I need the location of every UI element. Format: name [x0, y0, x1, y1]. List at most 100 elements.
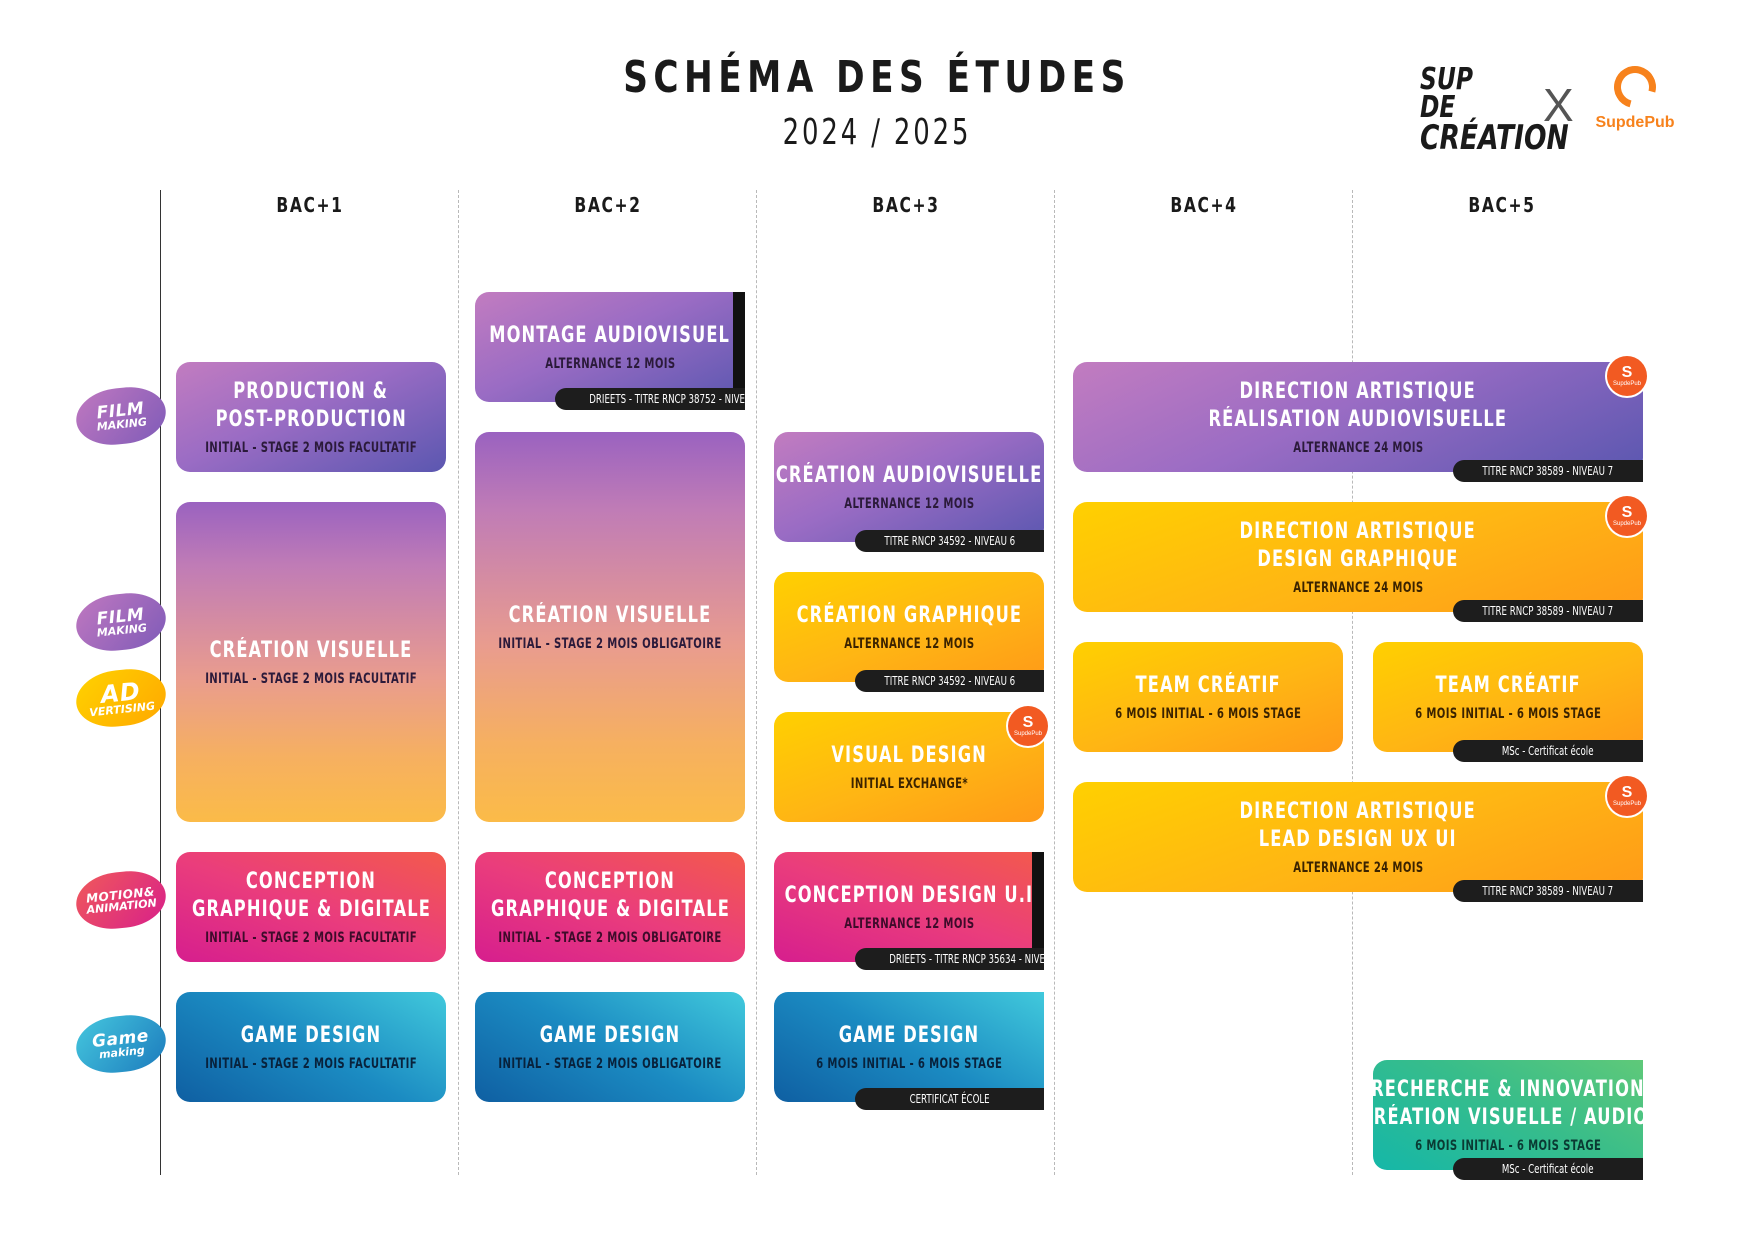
card-game-design-bac2[interactable]: GAME DESIGN INITIAL - STAGE 2 MOIS OBLIG… [475, 992, 745, 1102]
card-conception-design-ui[interactable]: CONCEPTION DESIGN U.I ALTERNANCE 12 MOIS [774, 852, 1044, 962]
card-subtitle: ALTERNANCE 24 MOIS [1292, 580, 1424, 596]
supdepub-logo: SupdePub [1595, 58, 1675, 132]
card-da-design-graphique[interactable]: DIRECTION ARTISTIQUE DESIGN GRAPHIQUE AL… [1073, 502, 1643, 612]
column-header-bac2: BAC+2 [574, 193, 642, 217]
card-game-design-bac3[interactable]: GAME DESIGN 6 MOIS INITIAL - 6 MOIS STAG… [774, 992, 1044, 1102]
card-accent-bar [1032, 852, 1044, 970]
card-visual-design[interactable]: VISUAL DESIGN INITIAL EXCHANGE* [774, 712, 1044, 822]
card-title: VISUAL DESIGN [831, 743, 987, 768]
supdepub-ring-icon [1606, 58, 1664, 116]
card-title: GAME DESIGN [240, 1023, 382, 1048]
certification-tag: TITRE RNCP 34592 - NIVEAU 6 [855, 530, 1044, 552]
logo-separator: X [1543, 79, 1574, 131]
card-title: DIRECTION ARTISTIQUE [1239, 379, 1477, 404]
card-title: TEAM CRÉATIF [1435, 673, 1581, 698]
card-subtitle: ALTERNANCE 24 MOIS [1292, 440, 1424, 456]
supdepub-logo-text: SupdePub [1595, 114, 1675, 131]
card-team-creatif-bac5[interactable]: TEAM CRÉATIF 6 MOIS INITIAL - 6 MOIS STA… [1373, 642, 1643, 752]
column-header-bac5: BAC+5 [1468, 193, 1536, 217]
certification-tag: TITRE RNCP 38589 - NIVEAU 7 [1453, 880, 1643, 902]
card-subtitle: INITIAL - STAGE 2 MOIS FACULTATIF [205, 671, 417, 687]
game-making-badge: Game making [73, 1011, 169, 1077]
card-title: PRODUCTION & [233, 379, 389, 404]
card-title: RECHERCHE & INNOVATION [1371, 1077, 1645, 1102]
certification-tag: TITRE RNCP 34592 - NIVEAU 6 [855, 670, 1044, 692]
film-making-badge: FILM MAKING [73, 383, 169, 449]
column-header-bac4: BAC+4 [1170, 193, 1238, 217]
certification-tag: DRIEETS - TITRE RNCP 35634 - NIVEAU 6 [855, 948, 1044, 970]
advertising-badge: AD VERTISING [73, 665, 169, 731]
card-title: GRAPHIQUE & DIGITALE [490, 897, 730, 922]
card-accent-bar [733, 292, 745, 410]
card-title: DESIGN GRAPHIQUE [1257, 547, 1459, 572]
logo-text-line1: SUP DE [1420, 62, 1474, 125]
card-subtitle: 6 MOIS INITIAL - 6 MOIS STAGE [1114, 706, 1302, 722]
card-creation-visuelle-bac1[interactable]: CRÉATION VISUELLE INITIAL - STAGE 2 MOIS… [176, 502, 446, 822]
badge-subtext: VERTISING [88, 699, 156, 719]
column-header-bac1: BAC+1 [276, 193, 344, 217]
card-title: DIRECTION ARTISTIQUE [1239, 799, 1477, 824]
card-title: DIRECTION ARTISTIQUE [1239, 519, 1477, 544]
card-subtitle: ALTERNANCE 12 MOIS [843, 496, 975, 512]
card-title: CRÉATION VISUELLE [209, 638, 413, 663]
card-subtitle: INITIAL - STAGE 2 MOIS OBLIGATOIRE [498, 636, 722, 652]
card-subtitle: INITIAL - STAGE 2 MOIS FACULTATIF [205, 1056, 417, 1072]
film-making-badge: FILM MAKING [73, 589, 169, 655]
card-subtitle: ALTERNANCE 24 MOIS [1292, 860, 1424, 876]
card-conception-graphique-digitale-bac1[interactable]: CONCEPTION GRAPHIQUE & DIGITALE INITIAL … [176, 852, 446, 962]
column-divider [458, 190, 459, 1175]
card-subtitle: ALTERNANCE 12 MOIS [544, 356, 676, 372]
card-subtitle: INITIAL - STAGE 2 MOIS OBLIGATOIRE [498, 930, 722, 946]
card-game-design-bac1[interactable]: GAME DESIGN INITIAL - STAGE 2 MOIS FACUL… [176, 992, 446, 1102]
certification-tag: TITRE RNCP 38589 - NIVEAU 7 [1453, 600, 1643, 622]
certification-tag: TITRE RNCP 38589 - NIVEAU 7 [1453, 460, 1643, 482]
card-subtitle: 6 MOIS INITIAL - 6 MOIS STAGE [1414, 1138, 1602, 1154]
card-montage-audiovisuel[interactable]: MONTAGE AUDIOVISUEL ALTERNANCE 12 MOIS [475, 292, 745, 402]
card-title: TEAM CRÉATIF [1135, 673, 1281, 698]
logo-text-line2: CRÉATION [1420, 118, 1569, 158]
column-header-bac3: BAC+3 [872, 193, 940, 217]
card-creation-visuelle-bac2[interactable]: CRÉATION VISUELLE INITIAL - STAGE 2 MOIS… [475, 432, 745, 822]
card-title: POST-PRODUCTION [215, 407, 407, 432]
column-divider [1054, 190, 1055, 1175]
card-title: CRÉATION VISUELLE [508, 603, 712, 628]
card-title: GAME DESIGN [539, 1023, 681, 1048]
card-subtitle: 6 MOIS INITIAL - 6 MOIS STAGE [1414, 706, 1602, 722]
column-divider [756, 190, 757, 1175]
card-title: CRÉATION GRAPHIQUE [796, 603, 1022, 628]
academic-year: 2024 / 2025 [782, 112, 972, 153]
card-title: MONTAGE AUDIOVISUEL [489, 323, 731, 348]
card-title: CRÉATION VISUELLE / AUDIO. [1360, 1105, 1656, 1130]
card-title: LEAD DESIGN UX UI [1259, 827, 1457, 852]
card-title: CONCEPTION DESIGN U.I [784, 883, 1034, 908]
card-title: CRÉATION AUDIOVISUELLE [775, 463, 1043, 488]
certification-tag: DRIEETS - TITRE RNCP 38752 - NIVEAU 5 [555, 388, 745, 410]
certification-tag: MSc - Certificat école [1453, 1158, 1643, 1180]
card-da-realisation-audiovisuelle[interactable]: DIRECTION ARTISTIQUE RÉALISATION AUDIOVI… [1073, 362, 1643, 472]
card-title: GRAPHIQUE & DIGITALE [191, 897, 431, 922]
card-creation-graphique[interactable]: CRÉATION GRAPHIQUE ALTERNANCE 12 MOIS [774, 572, 1044, 682]
card-subtitle: INITIAL EXCHANGE* [850, 776, 968, 792]
certification-tag: CERTIFICAT ÉCOLE [855, 1088, 1044, 1110]
card-conception-graphique-digitale-bac2[interactable]: CONCEPTION GRAPHIQUE & DIGITALE INITIAL … [475, 852, 745, 962]
card-subtitle: INITIAL - STAGE 2 MOIS FACULTATIF [205, 930, 417, 946]
card-da-lead-design-ux-ui[interactable]: DIRECTION ARTISTIQUE LEAD DESIGN UX UI A… [1073, 782, 1643, 892]
card-recherche-innovation[interactable]: RECHERCHE & INNOVATION CRÉATION VISUELLE… [1361, 1060, 1654, 1170]
card-team-creatif-bac4[interactable]: TEAM CRÉATIF 6 MOIS INITIAL - 6 MOIS STA… [1073, 642, 1343, 752]
certification-tag: MSc - Certificat école [1453, 740, 1643, 762]
card-title: CONCEPTION [245, 869, 377, 894]
card-title: GAME DESIGN [838, 1023, 980, 1048]
card-subtitle: 6 MOIS INITIAL - 6 MOIS STAGE [815, 1056, 1003, 1072]
motion-animation-badge: MOTION& ANIMATION [73, 867, 169, 933]
sup-de-creation-logo: SUP DE CRÉATION [1420, 62, 1569, 158]
card-subtitle: ALTERNANCE 12 MOIS [843, 636, 975, 652]
card-subtitle: INITIAL - STAGE 2 MOIS FACULTATIF [205, 440, 417, 456]
card-creation-audiovisuelle[interactable]: CRÉATION AUDIOVISUELLE ALTERNANCE 12 MOI… [774, 432, 1044, 542]
card-subtitle: ALTERNANCE 12 MOIS [843, 916, 975, 932]
page-title: SCHÉMA DES ÉTUDES [623, 52, 1131, 103]
card-production-post-production[interactable]: PRODUCTION & POST-PRODUCTION INITIAL - S… [176, 362, 446, 472]
card-title: CONCEPTION [544, 869, 676, 894]
